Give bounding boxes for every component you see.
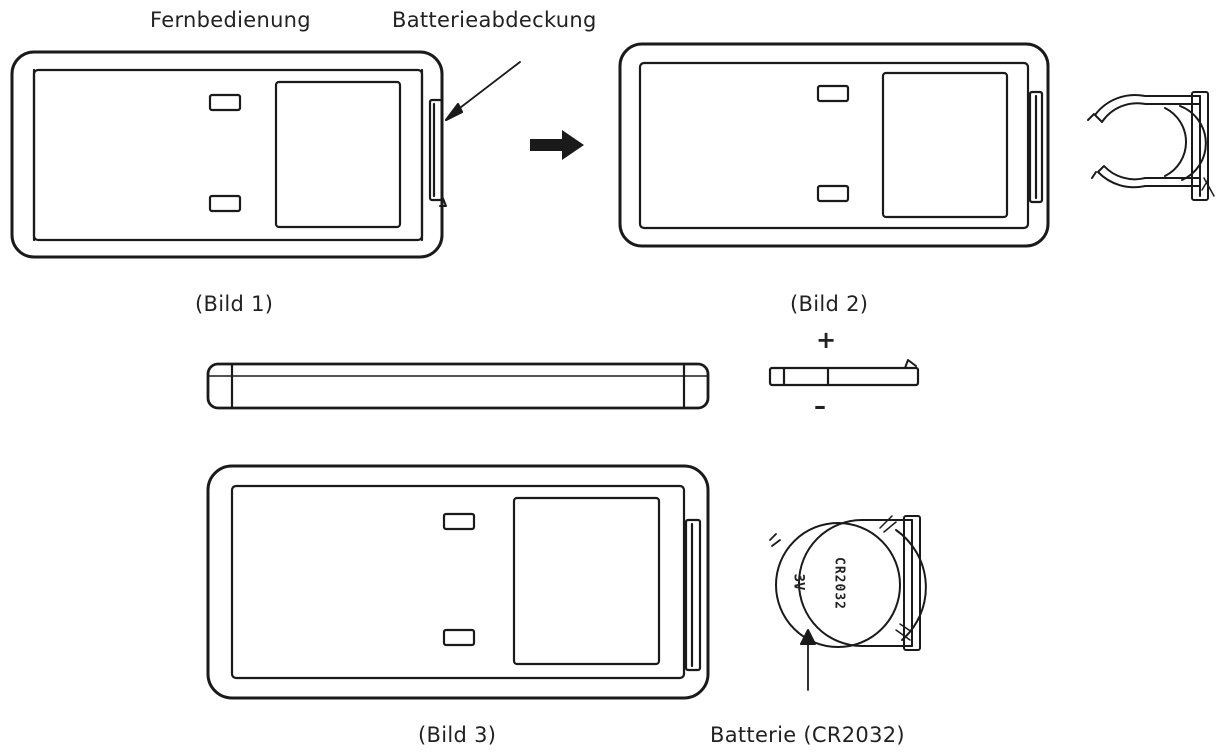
battery-voltage-imprint: 3V: [790, 573, 807, 591]
label-remote: Fernbedienung: [150, 8, 311, 32]
label-battery-cover: Batterieabdeckung: [392, 8, 597, 32]
fig2-battery-cover-removed: [1088, 92, 1214, 200]
battery-model-imprint: CR2032: [831, 557, 847, 610]
caption-fig1: (Bild 1): [195, 292, 274, 316]
arrow-right-icon: [530, 130, 584, 160]
battery-in-holder: [770, 516, 926, 690]
battery-side-view: [770, 360, 918, 385]
battery-cover-pointer: [446, 62, 520, 120]
caption-fig2: (Bild 2): [790, 292, 869, 316]
caption-fig3: (Bild 3): [418, 723, 497, 747]
fig2-remote: [620, 44, 1048, 246]
fig3-remote: [208, 466, 708, 698]
remote-side-view: [208, 364, 708, 408]
fig1-remote: [12, 52, 446, 257]
battery-plus-sign: +: [816, 326, 837, 354]
battery-minus-sign: –: [814, 392, 827, 420]
caption-battery: Batterie (CR2032): [710, 723, 905, 747]
